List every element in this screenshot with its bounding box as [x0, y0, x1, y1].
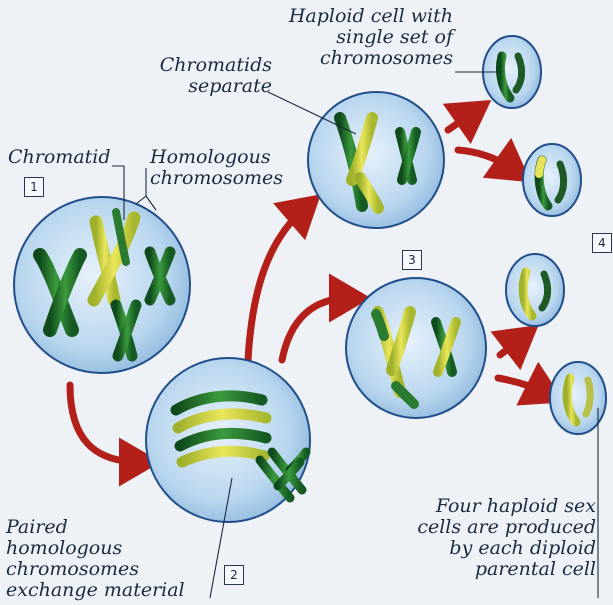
step-3-box: 3 [402, 250, 422, 270]
arrow-1-to-2 [70, 385, 140, 462]
label-four-haploid: Four haploid sex cells are produced by e… [400, 496, 596, 580]
label-homologous: Homologous chromosomes [150, 147, 283, 189]
label-paired-line-1: Paired [6, 517, 185, 538]
label-chromatids-line-1: Chromatids [148, 55, 272, 76]
step-4-box: 4 [592, 233, 612, 253]
label-paired-line-2: homologous [6, 538, 185, 559]
cell-1-diploid [14, 197, 190, 373]
label-haploid-line-3: chromosomes [262, 48, 453, 69]
label-four-haploid-line-4: parental cell [400, 559, 596, 580]
label-chromatids-line-2: separate [148, 76, 272, 97]
label-chromatids-separate: Chromatids separate [148, 55, 272, 97]
label-chromatid: Chromatid [8, 147, 111, 168]
label-haploid-line-1: Haploid cell with [262, 6, 453, 27]
label-homologous-line-2: chromosomes [150, 168, 283, 189]
arrow-3a-to-4a [448, 112, 474, 130]
arrow-2-to-3b [282, 298, 350, 360]
cell-3-top [308, 92, 444, 228]
arrow-3a-to-4b [458, 150, 514, 170]
haploid-cell-2 [523, 144, 581, 216]
step-1-box: 1 [24, 177, 44, 197]
arrow-3b-to-4d [498, 378, 546, 393]
label-four-haploid-line-3: by each diploid [400, 538, 596, 559]
label-haploid-cell: Haploid cell with single set of chromoso… [262, 6, 453, 69]
arrow-2-to-3a [248, 208, 305, 360]
label-paired-line-4: exchange material [6, 580, 185, 601]
label-paired: Paired homologous chromosomes exchange m… [6, 517, 185, 601]
label-haploid-line-2: single set of [262, 27, 453, 48]
label-paired-line-3: chromosomes [6, 559, 185, 580]
cell-3-bottom [346, 278, 486, 418]
haploid-cell-3 [506, 254, 564, 326]
step-2-box: 2 [224, 565, 244, 585]
label-four-haploid-line-2: cells are produced [400, 517, 596, 538]
label-four-haploid-line-1: Four haploid sex [400, 496, 596, 517]
label-homologous-line-1: Homologous [150, 147, 283, 168]
arrow-3b-to-4c [500, 338, 522, 355]
